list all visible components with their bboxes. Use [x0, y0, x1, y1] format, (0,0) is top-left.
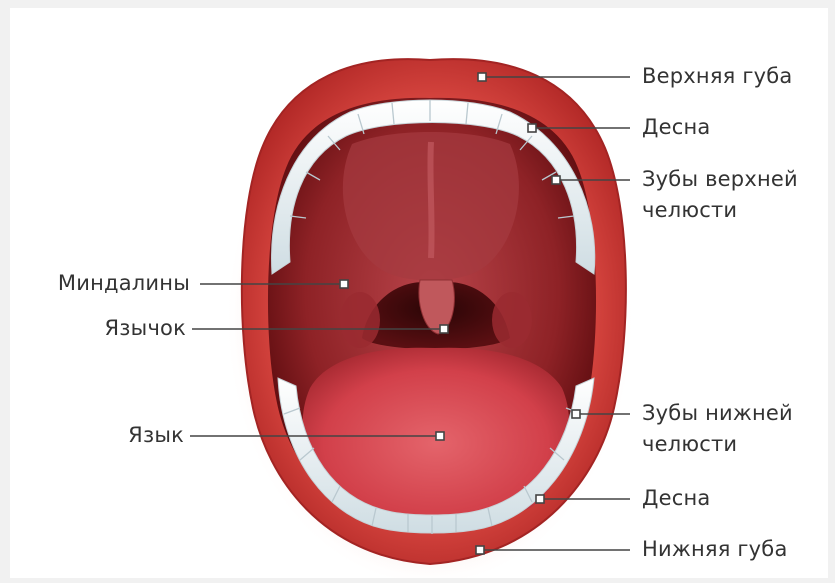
- label-lower-teeth-line2: челюсти: [642, 429, 737, 460]
- label-lower-teeth-line1: Зубы нижней: [642, 398, 793, 429]
- label-gum-upper: Десна: [642, 112, 710, 143]
- label-tonsils: Миндалины: [10, 268, 190, 299]
- label-upper-lip: Верхняя губа: [642, 61, 792, 92]
- diagram-canvas: Верхняя губа Десна Зубы верхней челюсти …: [10, 8, 828, 578]
- dot-gum-upper: [528, 124, 536, 132]
- dot-lower-teeth: [572, 410, 580, 418]
- label-uvula: Язычок: [10, 313, 186, 344]
- label-upper-teeth-line2: челюсти: [642, 195, 737, 226]
- tonsil-left: [340, 292, 380, 348]
- label-tongue: Язык: [10, 420, 184, 451]
- dot-upper-lip: [478, 73, 486, 81]
- palate-ridge: [430, 142, 431, 258]
- dot-upper-teeth: [552, 176, 560, 184]
- dot-tonsils: [340, 280, 348, 288]
- dot-uvula: [440, 325, 448, 333]
- dot-tongue: [436, 432, 444, 440]
- label-lower-lip: Нижняя губа: [642, 534, 788, 565]
- label-upper-teeth-line1: Зубы верхней: [642, 164, 798, 195]
- dot-lower-lip: [476, 546, 484, 554]
- tonsil-right: [492, 292, 532, 348]
- label-gum-lower: Десна: [642, 483, 710, 514]
- dot-gum-lower: [536, 495, 544, 503]
